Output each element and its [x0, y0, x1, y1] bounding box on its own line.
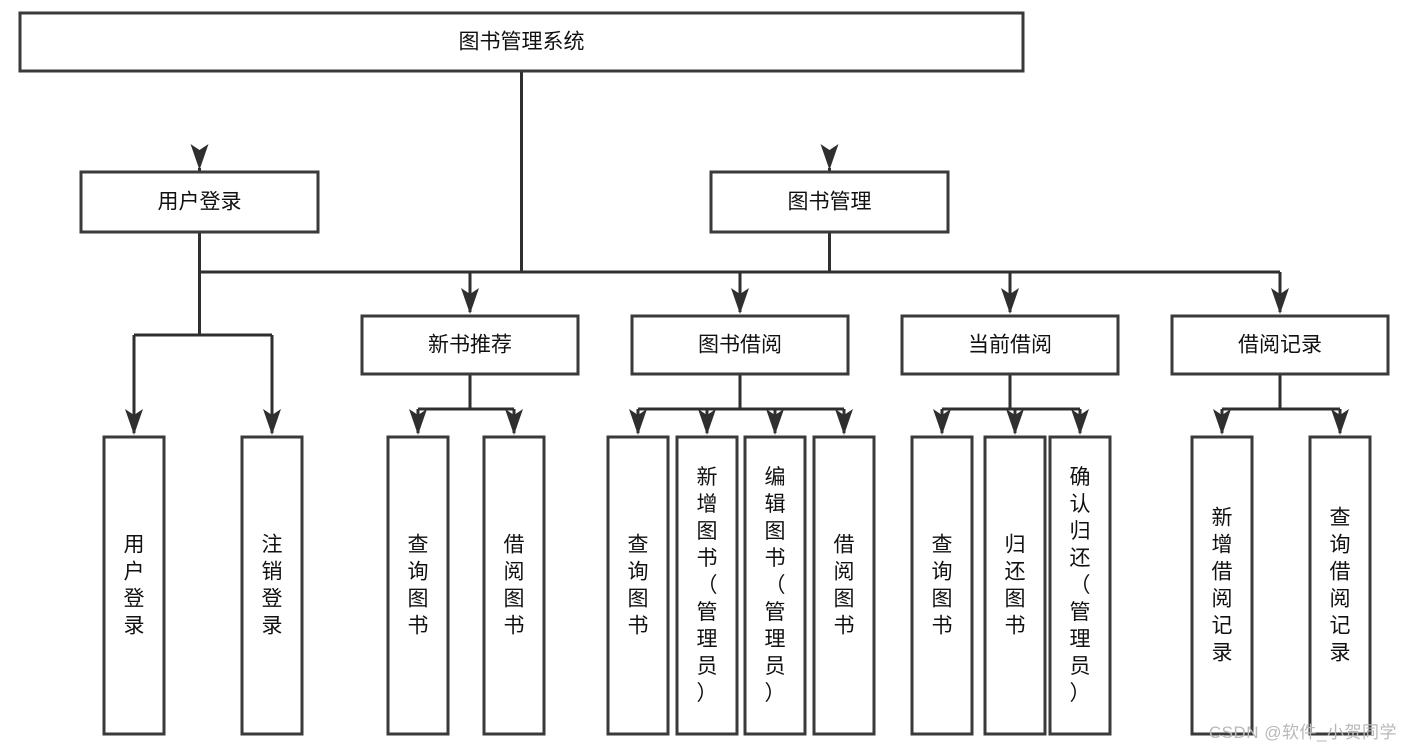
node-label: 用户登录 [158, 191, 242, 214]
node-label: 当前借阅 [968, 334, 1052, 357]
node-label: 查询借阅记录 [1330, 507, 1351, 665]
arrow-head-icon [1331, 409, 1349, 435]
nodes-layer: 图书管理系统用户登录用户登录注销登录图书管理新书推荐查询图书借阅图书图书借阅查询… [18, 11, 1390, 736]
arrow-head-icon [190, 144, 209, 170]
node-box[interactable] [630, 314, 850, 376]
connectors-layer [125, 71, 1349, 435]
node-box[interactable] [675, 435, 739, 736]
arrow-head-icon [1271, 288, 1289, 314]
node-bb-query-book[interactable]: 查询图书 [606, 435, 670, 736]
node-label: 查询图书 [932, 534, 953, 638]
node-label: 查询图书 [408, 534, 429, 638]
node-label: 借阅图书 [834, 534, 855, 638]
node-label: 图书借阅 [698, 334, 782, 357]
node-box[interactable] [18, 11, 1025, 73]
node-box[interactable] [482, 435, 546, 736]
node-label: 注销登录 [262, 534, 283, 638]
node-current-borrow[interactable]: 当前借阅 [900, 314, 1120, 376]
node-box[interactable] [709, 170, 950, 234]
node-box[interactable] [983, 435, 1047, 736]
node-cb-return-book[interactable]: 归还图书 [983, 435, 1047, 736]
arrow-head-icon [933, 409, 951, 435]
arrow-head-icon [1006, 409, 1024, 435]
node-box[interactable] [812, 435, 876, 736]
arrow-head-icon [461, 288, 479, 314]
arrow-head-icon [766, 409, 784, 435]
node-cb-confirm-return[interactable]: 确认归还（管理员） [1048, 435, 1112, 736]
node-box[interactable] [1170, 314, 1390, 376]
node-box[interactable] [910, 435, 974, 736]
node-new-book-recommend[interactable]: 新书推荐 [360, 314, 580, 376]
node-root[interactable]: 图书管理系统 [18, 11, 1025, 73]
node-box[interactable] [386, 435, 450, 736]
node-book-management[interactable]: 图书管理 [709, 170, 950, 234]
arrow-head-icon [835, 409, 853, 435]
node-box[interactable] [1308, 435, 1372, 736]
arrow-head-icon [505, 409, 523, 435]
arrow-head-icon [1071, 409, 1089, 435]
node-box[interactable] [1048, 435, 1112, 736]
node-box[interactable] [102, 435, 166, 736]
node-box[interactable] [1190, 435, 1254, 736]
arrow-head-icon [263, 409, 281, 435]
node-leaf-user-logout[interactable]: 注销登录 [240, 435, 304, 736]
arrow-head-icon [731, 288, 749, 314]
node-br-add-record[interactable]: 新增借阅记录 [1190, 435, 1254, 736]
node-label: 图书管理 [788, 191, 872, 214]
node-box[interactable] [900, 314, 1120, 376]
node-user-login[interactable]: 用户登录 [79, 170, 320, 234]
node-bb-add-book[interactable]: 新增图书（管理员） [675, 435, 739, 736]
node-box[interactable] [606, 435, 670, 736]
node-cb-query-book[interactable]: 查询图书 [910, 435, 974, 736]
node-box[interactable] [79, 170, 320, 234]
node-label: 确认归还（管理员） [1070, 466, 1091, 705]
node-nbr-query-book[interactable]: 查询图书 [386, 435, 450, 736]
node-label: 新书推荐 [428, 334, 512, 357]
node-label: 编辑图书（管理员） [765, 466, 786, 705]
node-br-query-record[interactable]: 查询借阅记录 [1308, 435, 1372, 736]
arrow-head-icon [409, 409, 427, 435]
node-bb-borrow-book[interactable]: 借阅图书 [812, 435, 876, 736]
arrow-head-icon [820, 144, 839, 170]
node-box[interactable] [743, 435, 807, 736]
node-label: 用户登录 [124, 534, 145, 638]
node-bb-edit-book[interactable]: 编辑图书（管理员） [743, 435, 807, 736]
node-nbr-borrow-book[interactable]: 借阅图书 [482, 435, 546, 736]
node-label: 查询图书 [628, 534, 649, 638]
node-borrow-record[interactable]: 借阅记录 [1170, 314, 1390, 376]
node-book-borrow[interactable]: 图书借阅 [630, 314, 850, 376]
arrow-head-icon [125, 409, 143, 435]
node-label: 图书管理系统 [459, 31, 585, 54]
node-box[interactable] [360, 314, 580, 376]
node-label: 借阅记录 [1238, 334, 1322, 357]
node-label: 新增图书（管理员） [697, 466, 718, 705]
arrow-head-icon [629, 409, 647, 435]
node-leaf-user-login[interactable]: 用户登录 [102, 435, 166, 736]
arrow-head-icon [698, 409, 716, 435]
arrow-head-icon [1213, 409, 1231, 435]
node-box[interactable] [240, 435, 304, 736]
node-label: 借阅图书 [504, 534, 525, 638]
arrow-head-icon [1001, 288, 1019, 314]
node-label: 新增借阅记录 [1212, 507, 1233, 665]
node-label: 归还图书 [1005, 534, 1026, 638]
